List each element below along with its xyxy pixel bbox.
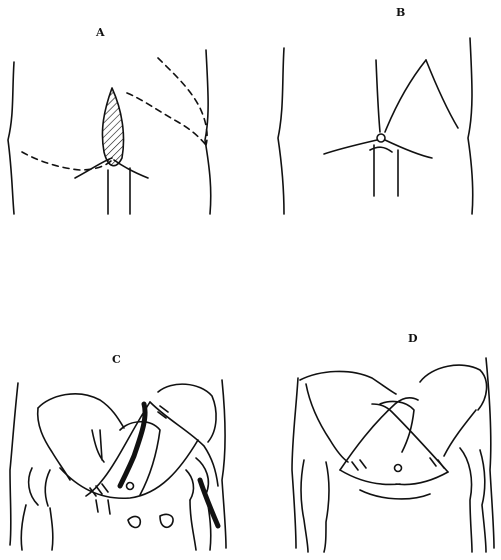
panel-a-incision-wedge xyxy=(102,88,123,166)
panel-c-label: C xyxy=(112,353,121,366)
panel-d-left-flank xyxy=(292,378,298,548)
panel-c-left-flank xyxy=(10,383,18,545)
panel-d-left-ilium-body xyxy=(306,384,348,462)
panel-c-left-ilium-body xyxy=(38,408,70,480)
panel-d-sacrum xyxy=(380,402,414,452)
panel-a-left-flank xyxy=(8,62,14,214)
panel-b-flap-right-edge xyxy=(426,60,458,128)
panel-b-label: B xyxy=(396,6,405,19)
panel-a-dashed-flap-arc xyxy=(158,58,207,145)
panel-d-flap-lower-right xyxy=(396,472,448,485)
panel-d-flap-lower-left xyxy=(340,470,400,484)
panel-c-right-flank xyxy=(222,380,226,548)
panel-d-left-iliac-crest xyxy=(300,371,396,394)
panel-d-drawing xyxy=(292,358,494,552)
panel-a-dashed-flap-lower xyxy=(22,152,112,170)
panel-d-lower-curves xyxy=(360,490,430,499)
panel-d-right-femur xyxy=(460,448,486,552)
panel-d-anus-marker xyxy=(395,465,402,472)
panel-b-left-flank xyxy=(278,48,284,214)
panel-b-flap-left-edge xyxy=(385,60,426,132)
panel-d-label: D xyxy=(408,332,418,345)
panel-a-label: A xyxy=(96,26,105,39)
panel-b-skin-crease-right xyxy=(385,140,432,158)
panel-c-inner-pubic xyxy=(96,500,110,514)
panel-b-skin-crease-left xyxy=(324,140,377,154)
panel-c-flap-arc-left xyxy=(86,402,150,496)
panel-d-left-femur xyxy=(301,460,329,552)
panel-c-left-femur-head xyxy=(29,468,50,506)
panel-d-crossed-flap-left xyxy=(340,398,418,470)
panel-a-right-flank xyxy=(205,50,211,214)
panel-c-left-femur-shaft xyxy=(21,505,53,550)
panel-a-skin-crease-right xyxy=(114,160,148,178)
panel-c-left-iliac-crest xyxy=(38,394,124,428)
panel-a-drawing xyxy=(8,50,211,214)
panel-a-skin-crease-left xyxy=(75,158,112,178)
panel-b-right-flank xyxy=(468,38,473,214)
panel-d-right-iliac-crest xyxy=(420,365,487,410)
panel-b-drawing xyxy=(278,38,473,214)
panel-b-midline xyxy=(376,60,380,132)
panel-a-dashed-flap-upper xyxy=(127,93,206,145)
panel-b-anus-marker xyxy=(377,134,385,142)
panel-c-lower-blobs xyxy=(128,514,173,527)
panel-c-sacral-detail xyxy=(92,430,104,462)
panel-c-anus-marker xyxy=(127,483,134,490)
panel-c-right-iliac-crest xyxy=(158,384,216,442)
panel-c-drawing xyxy=(10,380,226,550)
